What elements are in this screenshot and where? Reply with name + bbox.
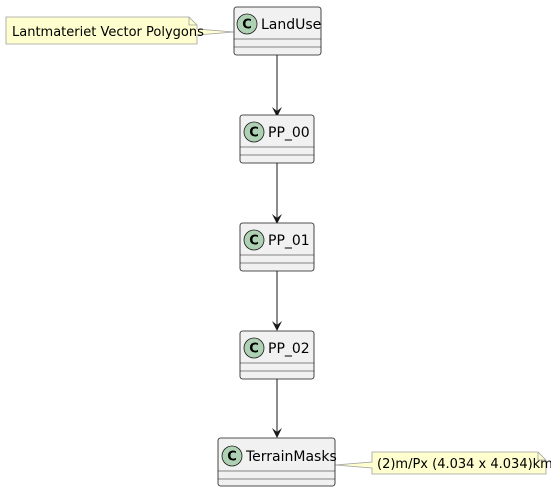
note-terrainmasks-fold bbox=[537, 452, 546, 461]
class-landuse-circle bbox=[236, 13, 258, 35]
note-terrainmasks: (2)m/Px (4.034 x 4.034)km bbox=[334, 451, 551, 475]
class-pp02[interactable]: C PP_02 bbox=[239, 330, 315, 380]
class-pp02-name: PP_02 bbox=[268, 341, 310, 357]
class-pp02-glyph: C bbox=[249, 342, 259, 357]
class-pp02-circle bbox=[243, 337, 265, 359]
class-terrainmasks[interactable]: C TerrainMasks bbox=[217, 437, 337, 487]
class-pp00-circle bbox=[243, 121, 265, 143]
class-pp00-glyph: C bbox=[249, 126, 259, 141]
class-pp01[interactable]: C PP_01 bbox=[239, 222, 315, 272]
class-landuse-glyph: C bbox=[242, 18, 252, 33]
class-landuse[interactable]: C LandUse bbox=[233, 6, 322, 56]
class-terrainmasks-box bbox=[217, 437, 336, 487]
class-pp00-name: PP_00 bbox=[268, 125, 310, 141]
class-landuse-name: LandUse bbox=[261, 17, 321, 33]
note-terrainmasks-shape bbox=[334, 451, 547, 475]
class-terrainmasks-name: TerrainMasks bbox=[245, 449, 337, 465]
class-pp01-glyph: C bbox=[249, 234, 259, 249]
class-pp01-circle bbox=[243, 229, 265, 251]
class-terrainmasks-glyph: C bbox=[227, 450, 237, 465]
note-landuse-fold bbox=[188, 17, 197, 26]
class-pp00[interactable]: C PP_00 bbox=[239, 114, 315, 164]
class-terrainmasks-circle bbox=[221, 445, 243, 467]
note-terrainmasks-text: (2)m/Px (4.034 x 4.034)km bbox=[377, 457, 551, 472]
note-landuse-text: Lantmateriet Vector Polygons bbox=[12, 25, 204, 40]
class-pp01-name: PP_01 bbox=[268, 233, 310, 249]
note-landuse: Lantmateriet Vector Polygons bbox=[5, 16, 235, 45]
